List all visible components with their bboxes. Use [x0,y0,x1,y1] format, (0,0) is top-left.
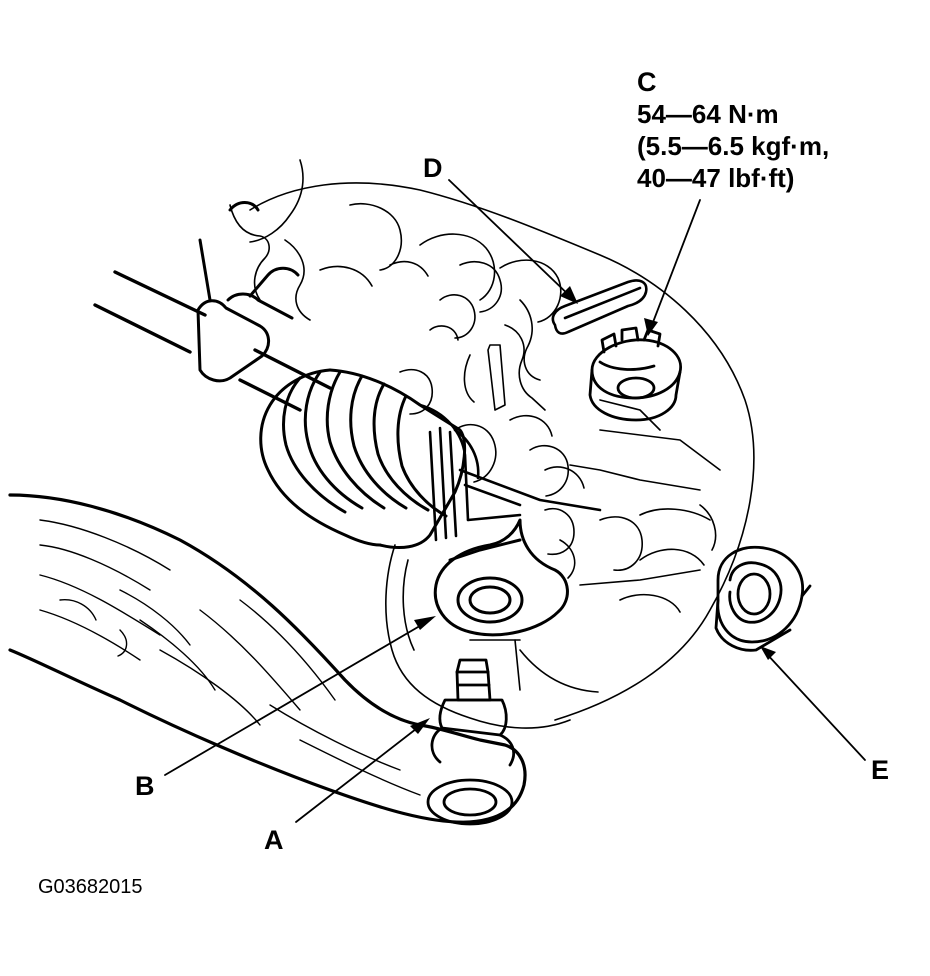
callout-c: C [637,67,657,97]
callout-d: D [423,153,443,183]
arrowhead-e [760,646,776,660]
callout-b: B [135,771,155,801]
torque-spec-block: C 54—64 N·m (5.5—6.5 kgf·m, 40—47 lbf·ft… [637,66,829,194]
knuckle-ball-joint-bore [433,518,569,637]
castle-nut [588,326,682,422]
drive-shaft [93,270,332,412]
shaft-collar [196,201,300,383]
torque-spec-kgfm: (5.5—6.5 kgf·m, [637,131,830,161]
arrowhead-c [644,318,658,336]
ball-joint [426,658,515,826]
leader-lines [164,179,866,823]
steering-knuckle-outline [229,159,755,729]
leader-d [448,179,575,301]
arrowhead-d [560,286,578,304]
control-arm-contours [39,519,421,796]
leader-c [649,199,701,331]
cotter-pin [551,279,648,335]
lower-control-arm [8,493,527,824]
cv-joint-housing [418,403,602,542]
torque-spec-lbfft: 40—47 lbf·ft) [637,163,795,193]
figure-code: G03682015 [38,876,143,898]
callout-a: A [264,825,284,855]
arrowheads [410,286,776,734]
leader-a [295,721,426,823]
callout-e: E [871,755,890,785]
torque-spec-nm: 54—64 N·m [637,99,779,129]
arrowhead-b [414,616,436,630]
leader-e [764,651,866,761]
spindle-nut [714,545,812,652]
leader-b [164,619,431,776]
arrowhead-a [410,718,430,734]
